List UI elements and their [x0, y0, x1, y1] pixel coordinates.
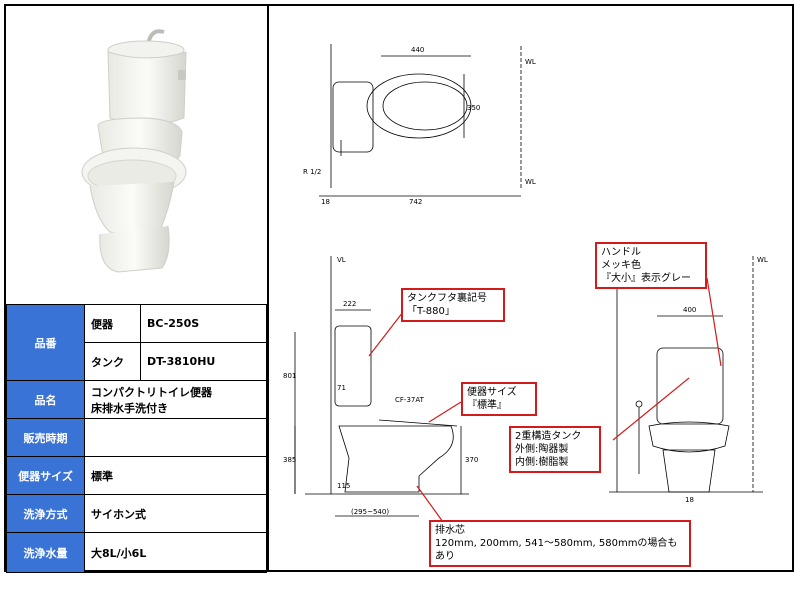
bowl-label: 便器 [84, 304, 141, 343]
side-tank-outline [334, 325, 372, 407]
size-value: 標準 [84, 456, 267, 495]
callout-handle-line-3: 『大小』表示グレー [601, 273, 691, 284]
front-tank-outline [656, 347, 724, 425]
front-dim-400-text: 400 [683, 306, 696, 314]
spec-sheet-frame [4, 4, 794, 572]
side-vl-label: VL [337, 256, 346, 264]
table-row: 品番 便器 BC-250S [6, 304, 267, 381]
period-value [84, 418, 267, 457]
flush-header: 洗浄方式 [6, 494, 85, 533]
side-dim-385-text: 385 [283, 456, 296, 464]
name-value: コンパクトリトイレ便器床排水手洗付き [84, 380, 267, 419]
size-header: 便器サイズ [6, 456, 85, 495]
water-header: 洗浄水量 [6, 532, 85, 573]
callout-drain-line-2: 120mm, 200mm, 541～580mm, 580mmの場合もあり [435, 538, 678, 562]
callout-leader-drain [416, 485, 444, 523]
table-row: 洗浄水量 大8L/小6L [6, 532, 267, 573]
top-bowl-outer [366, 73, 472, 139]
callout-size-line-1: 便器サイズ [467, 387, 517, 398]
tank-label: タンク [84, 342, 141, 381]
callout-drain-line-1: 排水芯 [435, 525, 465, 536]
callout-leader-tank [612, 377, 690, 441]
name-value-line-1: コンパクトリトイレ便器 [91, 385, 212, 399]
side-dim-801-text: 801 [283, 372, 296, 380]
callout-lid-line-1: タンクフタ裏記号 [407, 293, 487, 304]
top-dim-440-text: 440 [411, 46, 424, 54]
top-wl-label-2: WL [525, 178, 536, 186]
callout-size-line-2: 『標準』 [467, 400, 507, 411]
spec-table: 品番 便器 BC-250S タンク DT-3810HU 品名 コンパクトリトイレ… [6, 304, 267, 573]
top-pipe-label: R 1/2 [303, 168, 321, 176]
side-dim-370-text: 370 [465, 456, 478, 464]
tank-value: DT-3810HU [140, 342, 267, 381]
callout-drain: 排水芯 120mm, 200mm, 541～580mm, 580mmの場合もあり [429, 520, 691, 567]
bowl-value: BC-250S [140, 304, 267, 343]
table-row: 販売時期 [6, 418, 267, 457]
front-valve [635, 400, 643, 408]
callout-lid-line-2: 「T-880」 [407, 306, 455, 317]
column-divider [267, 4, 269, 572]
table-row: 洗浄方式 サイホン式 [6, 494, 267, 533]
callout-leader-size [428, 401, 462, 423]
side-dim-222-text: 222 [343, 300, 356, 308]
side-cover-label: CF-37AT [395, 396, 425, 404]
top-dim-18-text: 18 [321, 198, 330, 206]
top-tank-outline [332, 81, 374, 153]
name-value-line-2: 床排水手洗付き [91, 401, 168, 415]
side-dim-drain-text: (295~540) [351, 508, 389, 516]
side-dim-71-text: 71 [337, 384, 346, 392]
front-pedestal-outline [662, 449, 716, 493]
callout-handle-line-1: ハンドル [601, 247, 641, 258]
technical-drawing: 440 350 742 18 R 1/2 WL WL VL 222 801 38… [269, 6, 792, 570]
water-value: 大8L/小6L [84, 532, 267, 573]
top-dim-350-text: 350 [467, 104, 480, 112]
callout-tank-line-1: 2重構造タンク [515, 431, 582, 442]
table-row: 品名 コンパクトリトイレ便器床排水手洗付き [6, 380, 267, 419]
drawing-canvas: 440 350 742 18 R 1/2 WL WL VL 222 801 38… [283, 44, 768, 523]
front-wl-label: WL [757, 256, 768, 264]
flush-value: サイホン式 [84, 494, 267, 533]
callout-leader-lid [368, 311, 404, 357]
callout-lid-mark: タンクフタ裏記号 「T-880」 [401, 288, 505, 322]
side-bowl-outline [338, 425, 454, 493]
callout-tank-line-2: 外側:陶器製 [515, 444, 569, 455]
callout-handle-line-2: メッキ色 [601, 260, 641, 271]
top-bowl-inner [382, 81, 468, 131]
side-dim-115-text: 115 [337, 482, 350, 490]
table-row: 便器サイズ 標準 [6, 456, 267, 495]
name-header: 品名 [6, 380, 85, 419]
hinban-header: 品番 [6, 304, 85, 381]
product-photo [6, 6, 267, 304]
callout-leader-handle [706, 277, 722, 367]
callout-bowl-size: 便器サイズ 『標準』 [461, 382, 537, 416]
top-dim-742-text: 742 [409, 198, 422, 206]
callout-tank: 2重構造タンク 外側:陶器製 内側:樹脂製 [509, 426, 601, 473]
side-seat-line [378, 419, 458, 427]
top-wl-label: WL [525, 58, 536, 66]
callout-tank-line-3: 内側:樹脂製 [515, 457, 569, 468]
callout-handle: ハンドル メッキ色 『大小』表示グレー [595, 242, 707, 289]
front-dim-18-text: 18 [685, 496, 694, 504]
front-seat-outline [648, 421, 730, 453]
period-header: 販売時期 [6, 418, 85, 457]
toilet-photo-illustration [81, 29, 187, 273]
